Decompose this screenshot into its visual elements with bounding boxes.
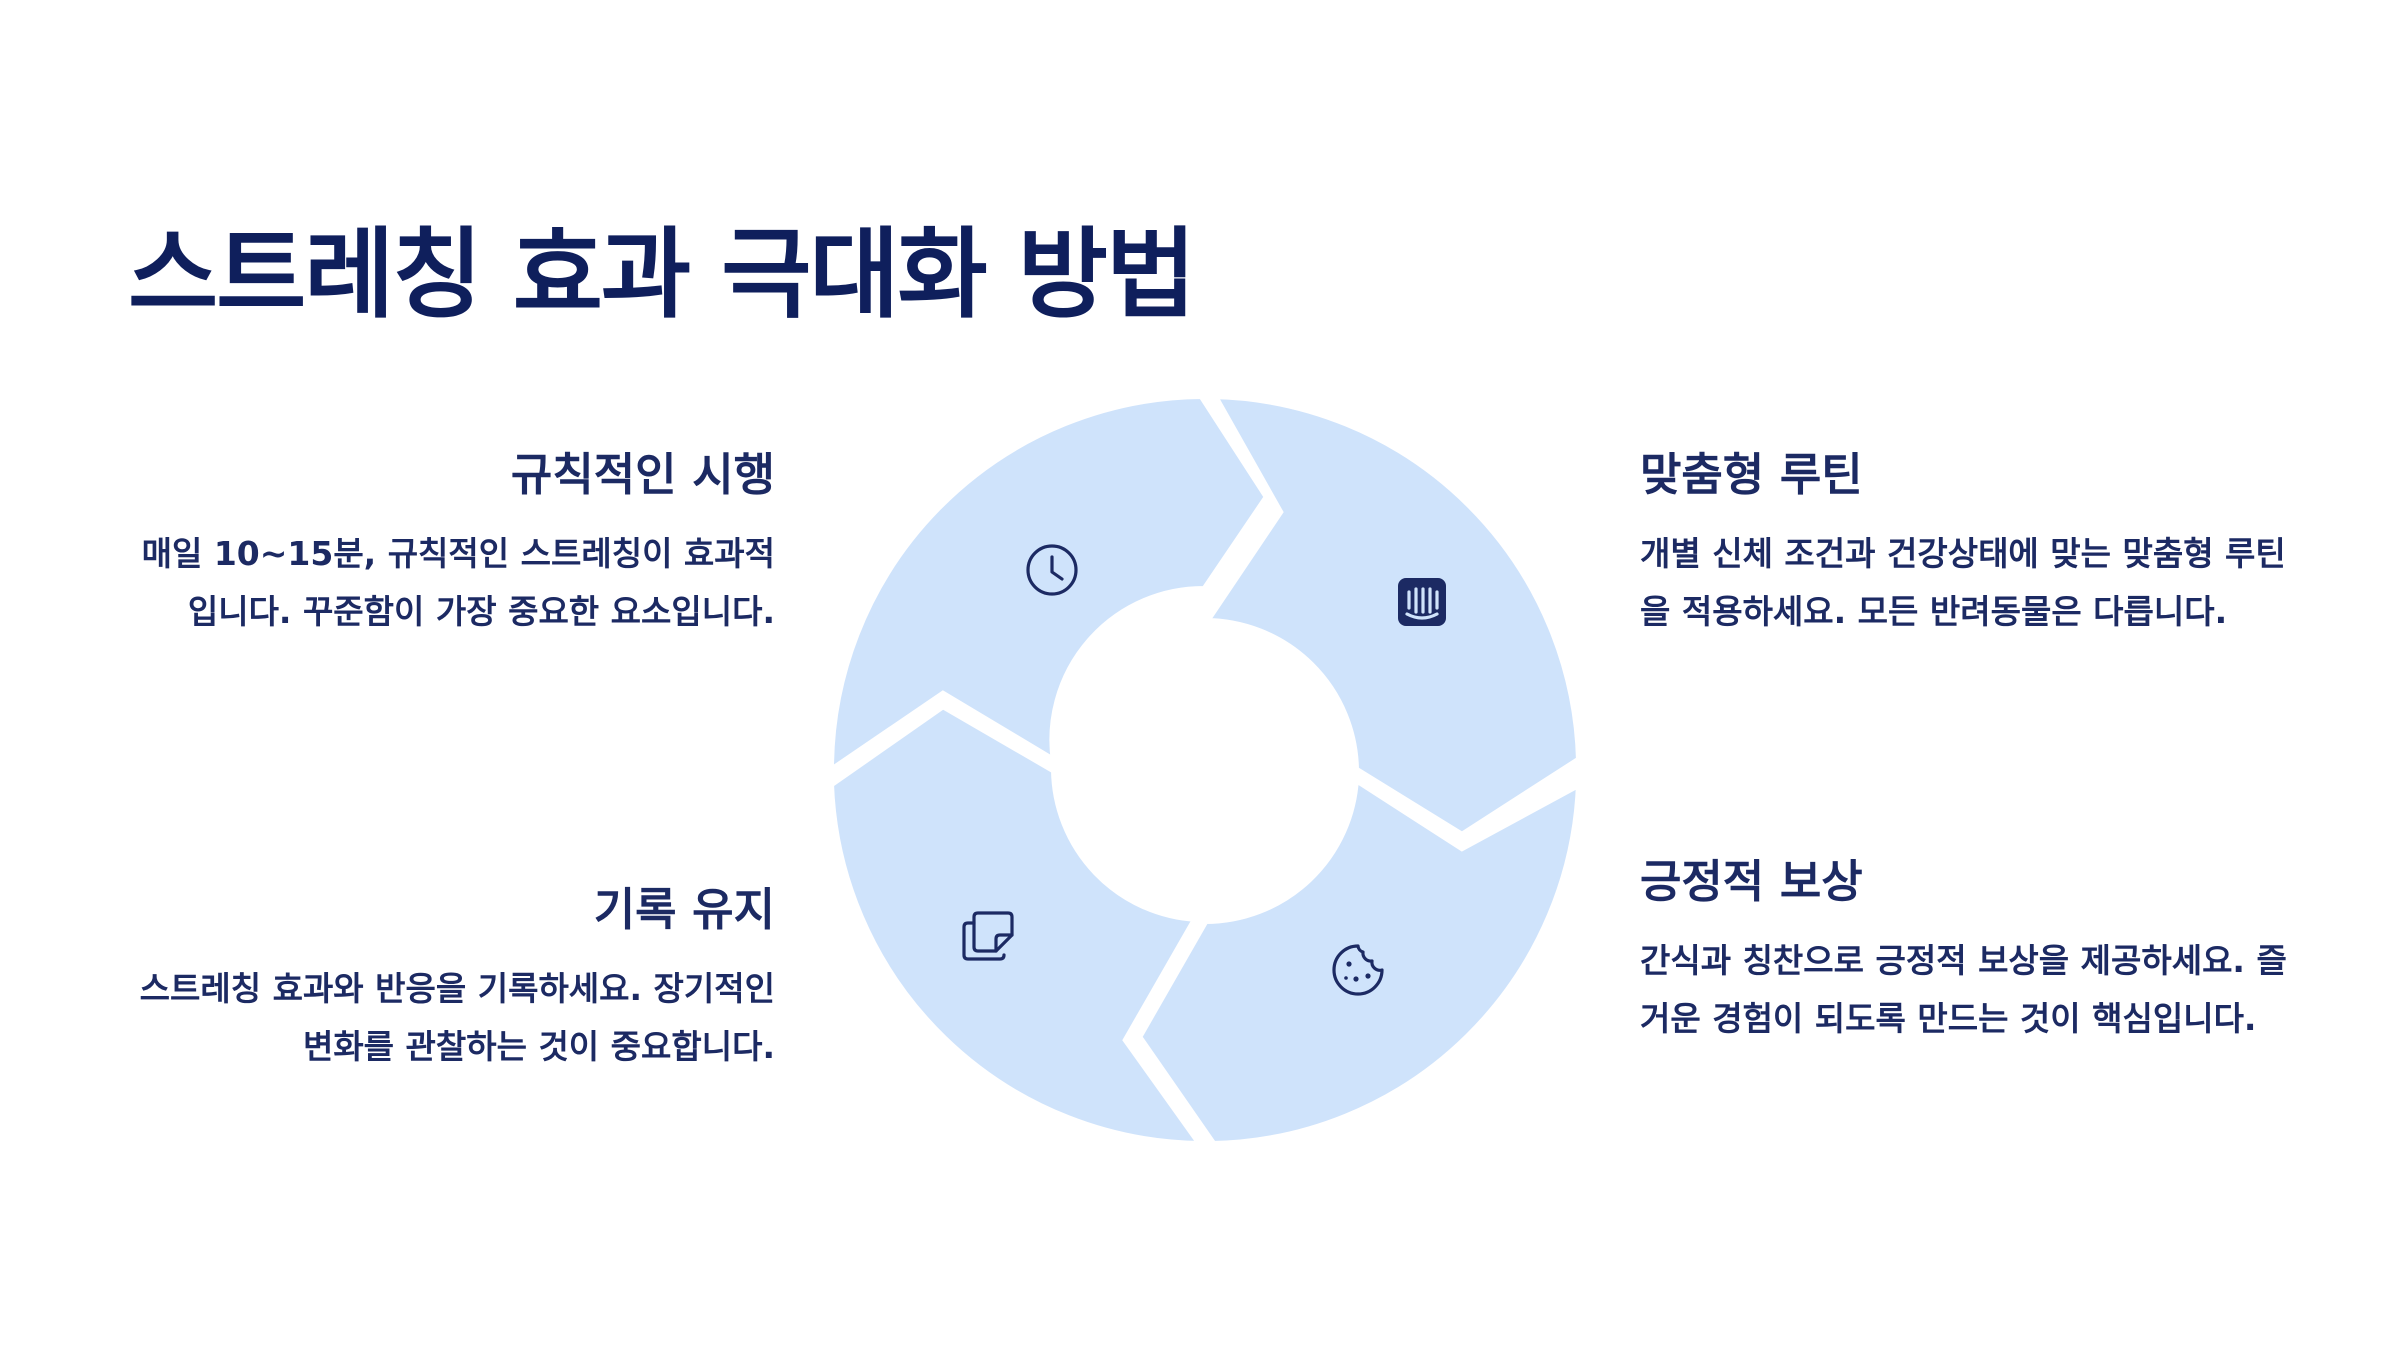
step-title: 맞춤형 루틴 [1640,448,1863,501]
cookie-icon [1332,944,1384,996]
step-description: 간식과 칭찬으로 긍정적 보상을 제공하세요. 즐거운 경험이 되도록 만드는 … [1640,941,2287,1038]
step-keep-records: 기록 유지 스트레칭 효과와 반응을 기록하세요. 장기적인 변화를 관찰하는 … [125,873,775,1076]
segment-top-right [1197,390,1585,841]
step-description: 스트레칭 효과와 반응을 기록하세요. 장기적인 변화를 관찰하는 것이 중요합… [139,969,775,1066]
segment-bottom-left [825,700,1210,1150]
step-positive-reward: 긍정적 보상 간식과 칭찬으로 긍정적 보상을 제공하세요. 즐거운 경험이 되… [1640,845,2290,1048]
step-description: 개별 신체 조건과 건강상태에 맞는 맞춤형 루틴을 적용하세요. 모든 반려동… [1640,534,2286,631]
step-regular-practice: 규칙적인 시행 매일 10~15분, 규칙적인 스트레칭이 효과적입니다. 꾸준… [125,438,775,641]
clock-icon [1026,544,1078,596]
segment-bottom-right [1133,770,1585,1150]
step-title: 기록 유지 [593,883,775,936]
cycle-diagram [825,390,1585,1150]
segment-top-left [825,390,1273,780]
page-title: 스트레칭 효과 극대화 방법 [128,218,1196,332]
step-custom-routine: 맞춤형 루틴 개별 신체 조건과 건강상태에 맞는 맞춤형 루틴을 적용하세요.… [1640,438,2290,641]
chat-icon [1398,578,1446,626]
notes-icon [962,911,1014,961]
step-title: 긍정적 보상 [1640,855,1863,908]
step-title: 규칙적인 시행 [510,448,775,501]
step-description: 매일 10~15분, 규칙적인 스트레칭이 효과적입니다. 꾸준함이 가장 중요… [141,534,775,631]
